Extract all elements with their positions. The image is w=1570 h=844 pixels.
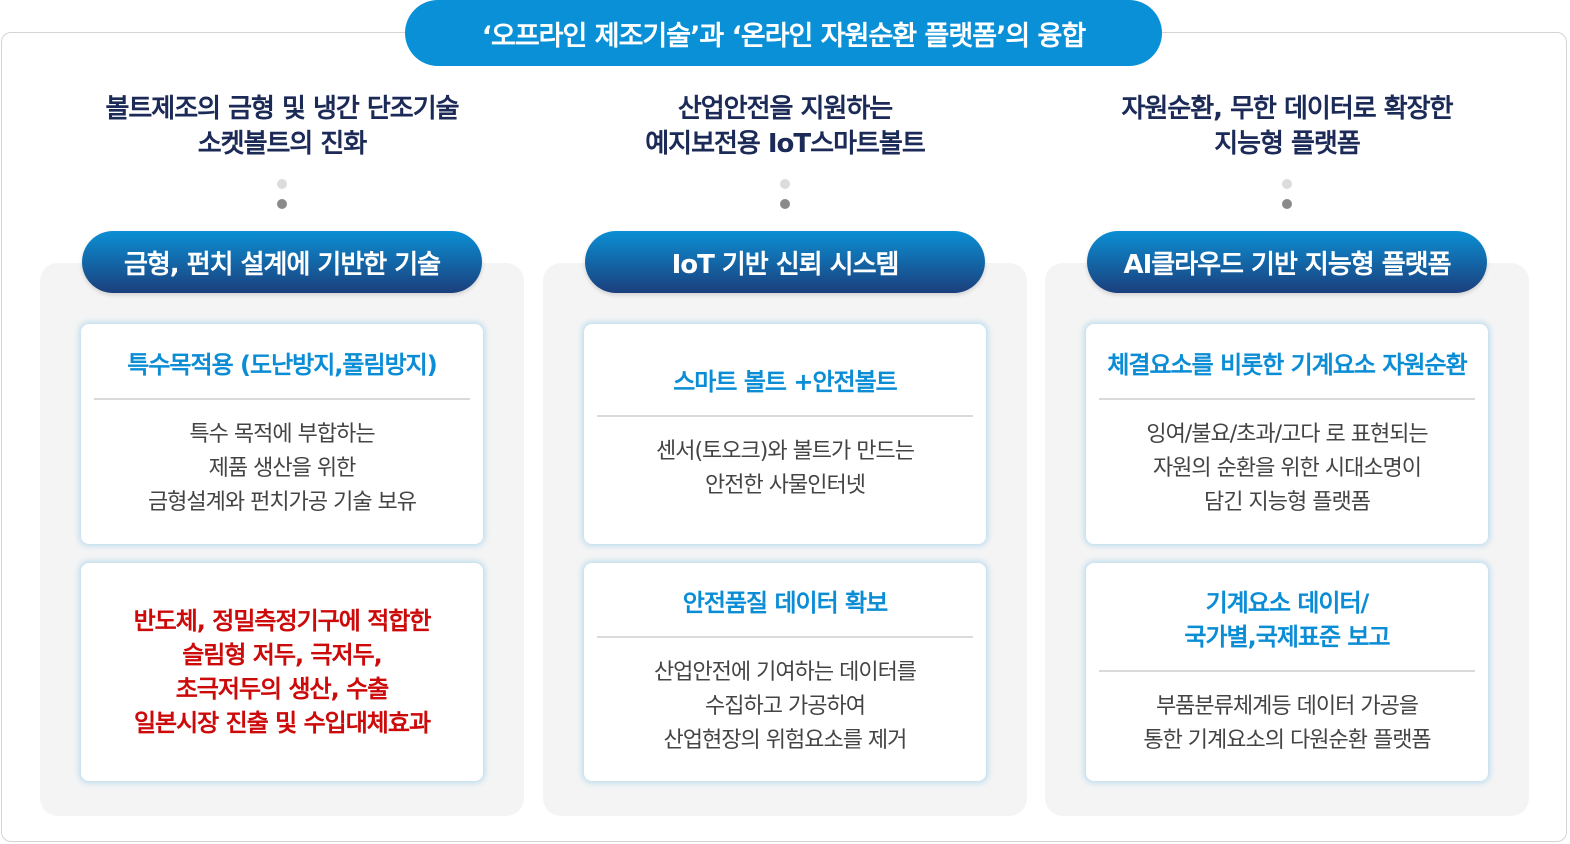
text-line: 국가별,국제표준 보고 bbox=[1184, 623, 1390, 651]
card-title: 기계요소 데이터/국가별,국제표준 보고 bbox=[1184, 586, 1390, 654]
text-line: 일본시장 진출 및 수입대체효과 bbox=[133, 709, 431, 737]
dot-icon bbox=[780, 179, 790, 189]
divider bbox=[1099, 398, 1475, 400]
card-title: 특수목적용 (도난방지,풀림방지) bbox=[127, 348, 437, 382]
text-line: 센서(토오크)와 볼트가 만드는 bbox=[655, 439, 915, 464]
text-line: 안전품질 데이터 확보 bbox=[682, 589, 888, 617]
card-title: 안전품질 데이터 확보 bbox=[682, 586, 888, 620]
category-pill: AI클라우드 기반 지능형 플랫폼 bbox=[1087, 231, 1487, 293]
text-line: 초극저두의 생산, 수출 bbox=[175, 675, 390, 703]
dot-icon bbox=[1282, 179, 1292, 189]
text-line: 자원의 순환을 위한 시대소명이 bbox=[1152, 456, 1422, 481]
text-line: 체결요소를 비롯한 기계요소 자원순환 bbox=[1107, 351, 1467, 379]
category-pill: IoT 기반 신뢰 시스템 bbox=[585, 231, 985, 293]
text-line: 안전한 사물인터넷 bbox=[705, 473, 866, 498]
divider bbox=[1099, 670, 1475, 672]
text-line: 기계요소 데이터/ bbox=[1205, 589, 1370, 617]
text-line: 예지보전용 IoT스마트볼트 bbox=[645, 129, 926, 159]
text-line: 제품 생산을 위한 bbox=[208, 456, 357, 481]
text-line: 특수 목적에 부합하는 bbox=[189, 422, 375, 447]
text-line: 통한 기계요소의 다원순환 플랫폼 bbox=[1143, 728, 1431, 753]
category-pill: 금형, 펀치 설계에 기반한 기술 bbox=[82, 231, 482, 293]
text-line: 자원순환, 무한 데이터로 확장한 bbox=[1121, 94, 1454, 124]
text-line: 부품분류체계등 데이터 가공을 bbox=[1155, 694, 1419, 719]
divider bbox=[597, 415, 973, 417]
text-line: 금형설계와 펀치가공 기술 보유 bbox=[147, 490, 417, 515]
text-line: 산업안전을 지원하는 bbox=[677, 94, 893, 124]
text-line: 담긴 지능형 플랫폼 bbox=[1204, 490, 1371, 515]
divider bbox=[597, 636, 973, 638]
card-title: 체결요소를 비롯한 기계요소 자원순환 bbox=[1107, 348, 1467, 382]
text-line: 산업현장의 위험요소를 제거 bbox=[663, 728, 908, 753]
divider bbox=[94, 398, 470, 400]
dot-icon bbox=[277, 199, 287, 209]
dot-icon bbox=[277, 179, 287, 189]
main-title: ‘오프라인 제조기술’과 ‘온라인 자원순환 플랫폼’의 융합 bbox=[405, 0, 1162, 66]
dot-icon bbox=[1282, 199, 1292, 209]
text-line: 특수목적용 (도난방지,풀림방지) bbox=[127, 351, 437, 379]
text-line: 수집하고 가공하여 bbox=[705, 694, 866, 719]
text-line: 슬림형 저두, 극저두, bbox=[182, 641, 383, 669]
text-line: 반도체, 정밀측정기구에 적합한 bbox=[133, 607, 432, 635]
text-line: 스마트 볼트 +안전볼트 bbox=[673, 368, 898, 396]
text-line: 산업안전에 기여하는 데이터를 bbox=[653, 660, 917, 685]
text-line: 볼트제조의 금형 및 냉간 단조기술 bbox=[105, 94, 459, 124]
text-line: 소켓볼트의 진화 bbox=[197, 129, 368, 159]
card-title: 스마트 볼트 +안전볼트 bbox=[673, 365, 898, 399]
text-line: 잉여/불요/초과/고다 로 표현되는 bbox=[1146, 422, 1428, 447]
text-line: 지능형 플랫폼 bbox=[1214, 129, 1361, 159]
dot-icon bbox=[780, 199, 790, 209]
